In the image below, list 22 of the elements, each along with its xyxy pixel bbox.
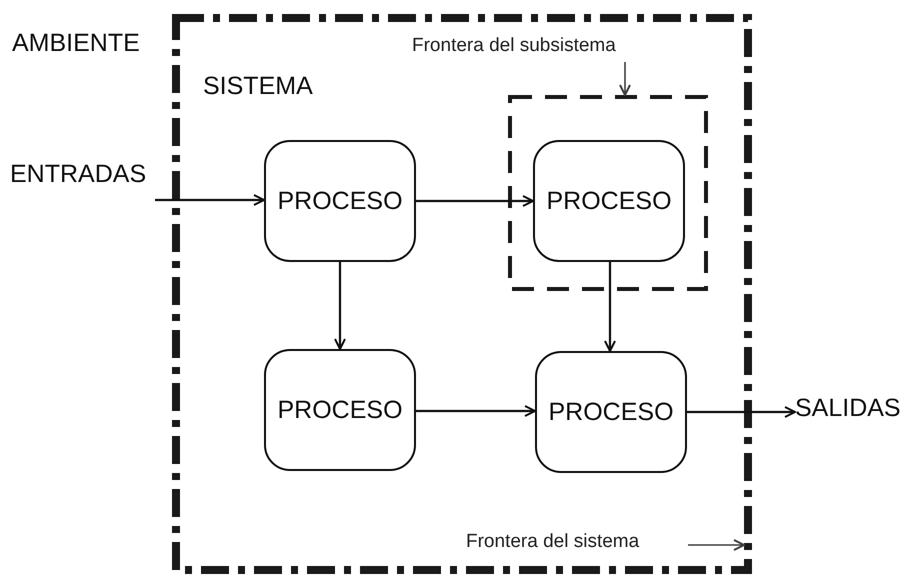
boundary-note: Frontera del subsistema (412, 35, 616, 56)
arrow (155, 194, 265, 206)
process-label: PROCESO (546, 188, 672, 214)
process-label: PROCESO (277, 188, 403, 214)
system-title: SISTEMA (203, 74, 313, 99)
process-box (535, 351, 687, 473)
arrow (416, 195, 534, 207)
process-label: PROCESO (277, 398, 403, 422)
process-box (264, 140, 416, 262)
leader-arrow (688, 539, 745, 551)
arrow (604, 262, 616, 352)
arrow (416, 405, 536, 417)
flow-label: SALIDAS (795, 394, 901, 422)
leader-arrow (619, 62, 631, 96)
boundary-note: Frontera del sistema (466, 531, 640, 552)
environment-label: AMBIENTE (12, 31, 140, 56)
process-box (533, 140, 685, 262)
process-box (264, 349, 416, 471)
arrow (687, 406, 796, 418)
process-label: PROCESO (548, 400, 674, 424)
flow-label: ENTRADAS (10, 160, 146, 188)
arrow (334, 262, 346, 350)
